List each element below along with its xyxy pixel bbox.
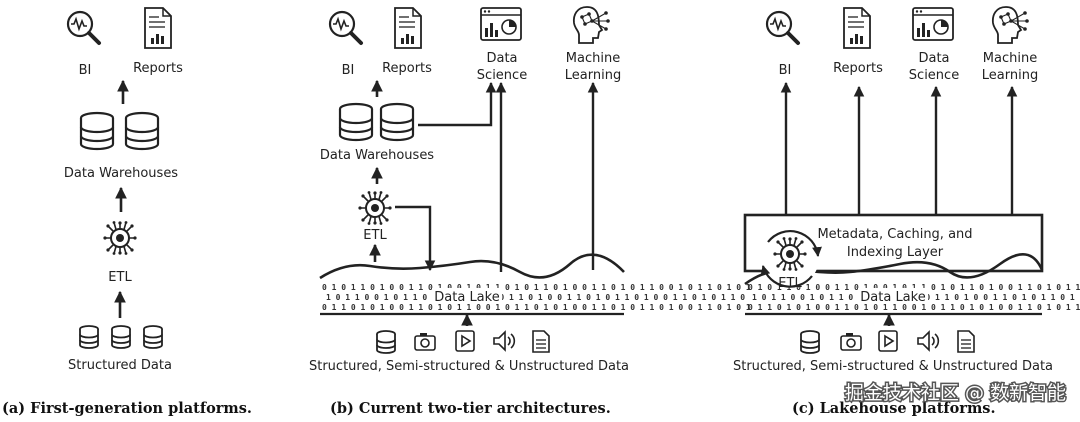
warehouse-to-data-science-arrow: [418, 81, 497, 127]
svg-text:0 1 0 1 1 0 1 0 0 1 1 0 1 0 0: 0 1 0 1 1 0 1 0 0 1 1 0 1 0 0 1 0 1 1 0 …: [748, 283, 1080, 292]
panel-lakehouse: BI Reports Data Science Machine Learning…: [733, 6, 1080, 417]
structured-database-icon: [111, 325, 131, 349]
metadata-layer-label: Metadata, Caching, and: [817, 227, 972, 242]
machine-learning-label: Machine: [566, 51, 620, 66]
data-warehouses-label: Data Warehouses: [64, 166, 178, 181]
etl-label: ETL: [778, 276, 802, 291]
reports-document-icon: [843, 7, 871, 49]
data-lake-label-bg: [432, 288, 502, 304]
panel-first-generation: BI Reports Data Warehouses ETL Structure…: [2, 7, 252, 417]
data-lake-wave: [319, 253, 625, 280]
machine-learning-label: Learning: [982, 68, 1038, 83]
binary-data-texture: 0 1 0 1 1 0 1 0 0 1 1 0 1 0 0 1 0 1 1 0 …: [322, 283, 751, 312]
bi-label: BI: [79, 63, 92, 78]
panel-two-tier: BI Reports Data Science Machine Learning…: [309, 6, 751, 417]
data-science-icon: [912, 7, 954, 41]
etl-cycle-arrow: [760, 265, 813, 288]
structured-database-icon: [79, 325, 99, 349]
warehouse-database-icon: [379, 102, 415, 142]
warehouse-database-icon: [124, 111, 160, 151]
structured-data-label: Structured Data: [68, 358, 172, 373]
svg-text:0 1 1 0 1 0 1 0 0 1 1 0 1 0 1: 0 1 1 0 1 0 1 0 0 1 1 0 1 0 1 1 0 0 1 0 …: [322, 303, 751, 312]
data-warehouses-label: Data Warehouses: [320, 148, 434, 163]
camera-icon: [414, 332, 436, 351]
machine-learning-icon: [572, 6, 611, 44]
etl-label: ETL: [108, 270, 132, 285]
watermark: 掘金技术社区 @ 数新智能: [843, 381, 1067, 406]
bi-label: BI: [342, 63, 355, 78]
etl-chip-icon: [357, 190, 393, 226]
data-science-label: Science: [909, 68, 959, 83]
metadata-layer-label: Indexing Layer: [847, 245, 944, 260]
data-science-label: Data: [486, 51, 517, 66]
machine-learning-label: Learning: [565, 68, 621, 83]
svg-text:1 0 1 1 0 0 1 0 1 1 0 1 0 1 1: 1 0 1 1 0 0 1 0 1 1 0 1 0 1 1 0 0 1 0 1 …: [326, 293, 745, 302]
machine-learning-icon: [991, 6, 1030, 44]
data-science-label: Data: [918, 51, 949, 66]
data-lake-label: Data Lake: [434, 290, 499, 305]
text-document-icon: [532, 330, 550, 353]
machine-learning-label: Machine: [983, 51, 1037, 66]
camera-icon: [840, 332, 862, 351]
warehouse-database-icon: [79, 111, 115, 151]
etl-cycle-arrow: [767, 230, 822, 257]
structured-database-icon: [143, 325, 163, 349]
structured-database-icon: [800, 330, 820, 354]
reports-label: Reports: [833, 61, 883, 76]
reports-document-icon: [144, 7, 172, 49]
watermark-text: 掘金技术社区 @ 数新智能: [845, 382, 1066, 404]
etl-to-lake-arrow: [395, 205, 436, 272]
svg-text:0 1 0 1 1 0 1 0 0 1 1 0 1 0 0: 0 1 0 1 1 0 1 0 0 1 1 0 1 0 0 1 0 1 1 0 …: [322, 283, 751, 292]
etl-chip-icon: [102, 220, 138, 256]
sources-label: Structured, Semi-structured & Unstructur…: [733, 359, 1053, 374]
data-lake-label: Data Lake: [860, 290, 925, 305]
reports-label: Reports: [133, 61, 183, 76]
reports-label: Reports: [382, 61, 432, 76]
bi-analytics-icon: [66, 10, 101, 45]
etl-label: ETL: [363, 228, 387, 243]
bi-label: BI: [779, 63, 792, 78]
bi-analytics-icon: [328, 10, 363, 45]
caption-c: (c) Lakehouse platforms.: [792, 400, 996, 417]
data-science-label: Science: [477, 68, 527, 83]
text-document-icon: [957, 330, 975, 353]
data-science-icon: [480, 7, 522, 41]
caption-a: (a) First-generation platforms.: [2, 400, 252, 417]
bi-analytics-icon: [765, 10, 800, 45]
svg-text:0 1 1 0 1 0 1 0 0 1 1 0 1 0 1: 0 1 1 0 1 0 1 0 0 1 1 0 1 0 1 1 0 0 1 0 …: [748, 303, 1080, 312]
video-play-icon: [455, 330, 475, 352]
warehouse-database-icon: [338, 102, 374, 142]
caption-b: (b) Current two-tier architectures.: [330, 400, 611, 417]
reports-document-icon: [394, 7, 422, 49]
sources-label: Structured, Semi-structured & Unstructur…: [309, 359, 629, 374]
etl-chip-icon: [772, 236, 808, 272]
audio-speaker-icon: [493, 331, 516, 351]
structured-database-icon: [376, 330, 396, 354]
data-lake-label-bg: [858, 288, 928, 304]
audio-speaker-icon: [917, 331, 940, 351]
video-play-icon: [878, 330, 898, 352]
